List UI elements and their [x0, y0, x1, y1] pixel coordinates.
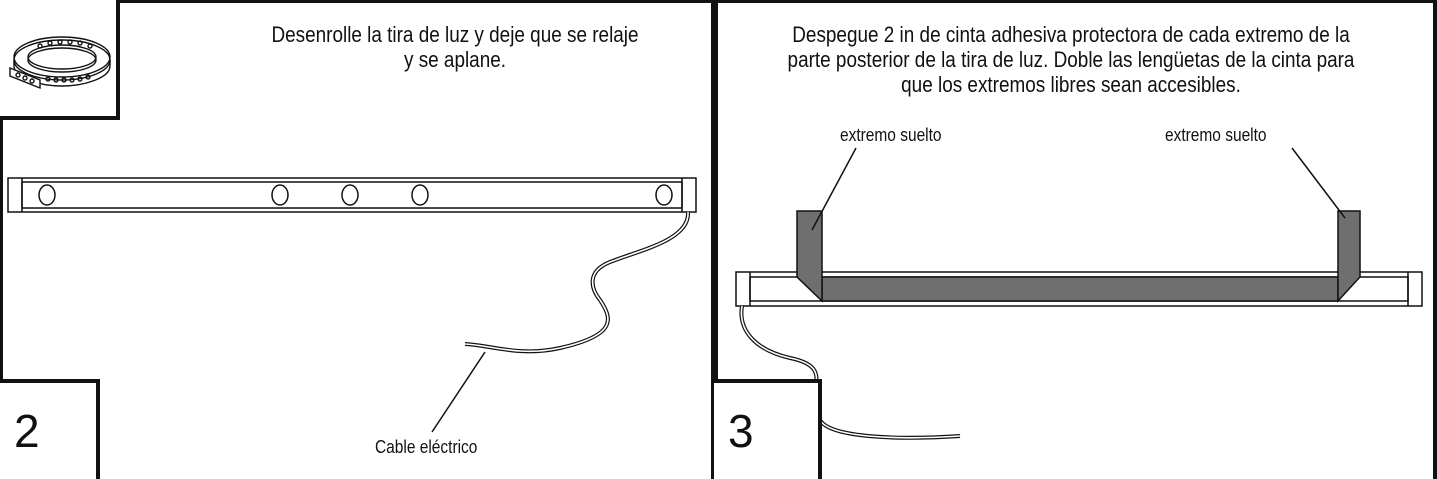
step-3-panel	[714, 0, 1437, 479]
instruction-line: Despegue 2 in de cinta adhesiva protecto…	[792, 22, 1350, 47]
led-dot	[341, 184, 359, 206]
adhesive-tape	[821, 276, 1339, 302]
led-dot	[411, 184, 429, 206]
loose-end-leader-right	[1291, 147, 1346, 219]
coiled-light-strip-icon	[9, 36, 111, 90]
tape-tab-right	[1337, 210, 1361, 303]
light-strip-step-3	[735, 147, 1423, 307]
cable-label: Cable eléctrico	[375, 437, 478, 457]
panel-divider	[711, 0, 718, 479]
tape-tab-left	[796, 210, 823, 303]
step-2-instruction: Desenrolle la tira de luz y deje que se …	[214, 22, 696, 72]
loose-end-label-left: extremo suelto	[840, 125, 942, 145]
frame-left	[0, 0, 3, 479]
instruction-line: Desenrolle la tira de luz y deje que se …	[271, 22, 639, 47]
instruction-line: y se aplane.	[403, 47, 507, 72]
step-2-number: 2	[0, 379, 100, 479]
led-dot	[38, 184, 56, 206]
strip-outer	[735, 271, 1423, 307]
cable-leader-line	[431, 351, 486, 433]
loose-end-label-right: extremo suelto	[1165, 125, 1267, 145]
step-3-number: 3	[714, 379, 822, 479]
loose-end-leader-left	[811, 147, 857, 231]
instruction-line: parte posterior de la tira de luz. Doble…	[787, 47, 1355, 72]
step-3-instruction: Despegue 2 in de cinta adhesiva protecto…	[735, 22, 1408, 97]
frame-right	[1433, 0, 1437, 479]
led-dot	[655, 184, 673, 206]
coiled-strip-icon-box	[0, 0, 120, 120]
power-cable-step-2	[431, 211, 691, 433]
light-strip-step-2	[7, 177, 697, 213]
instruction-line: que los extremos libres sean accesibles.	[901, 72, 1241, 97]
led-dot	[271, 184, 289, 206]
strip-outer	[7, 177, 697, 213]
frame-top	[0, 0, 1437, 3]
